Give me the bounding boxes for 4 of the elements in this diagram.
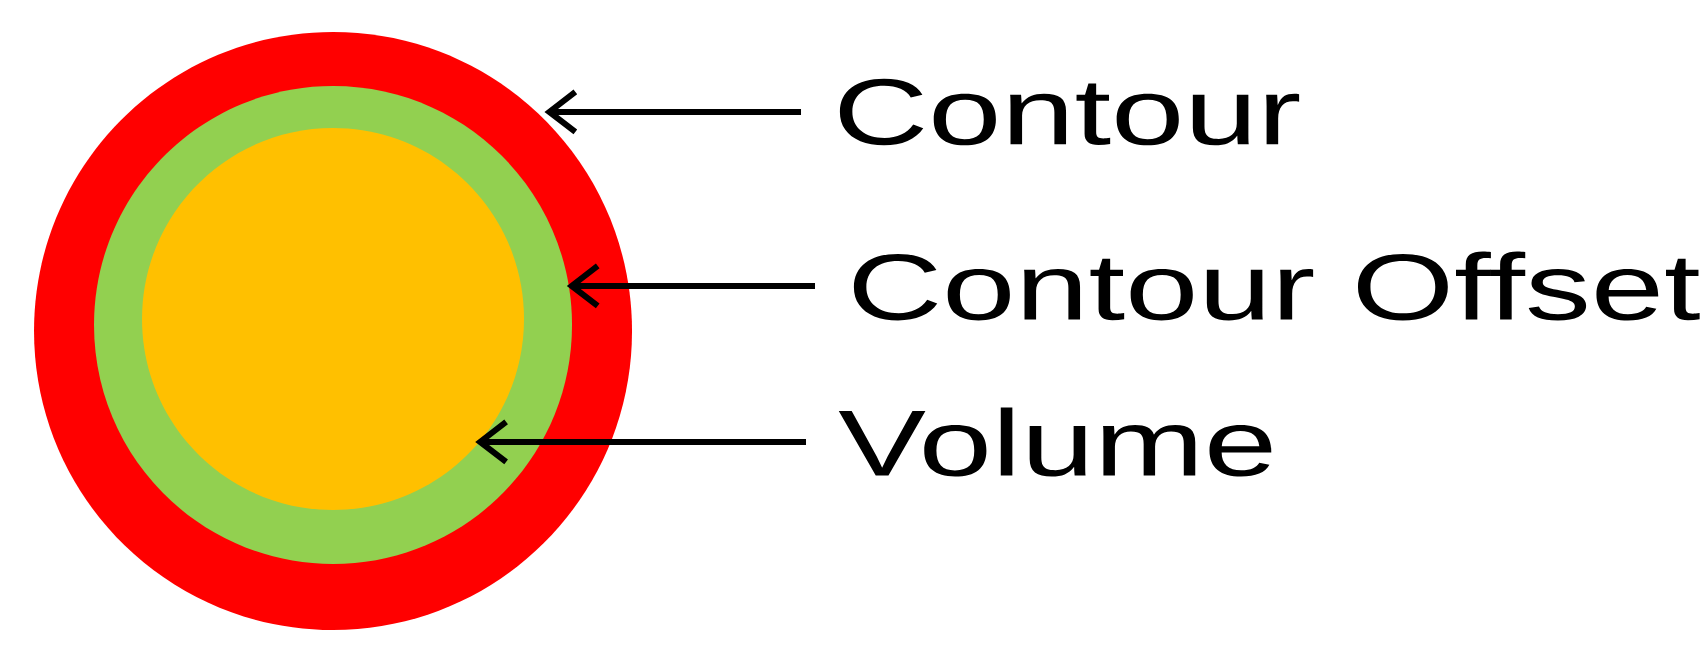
inner-disc (142, 128, 524, 510)
label-text: Contour Offset (853, 251, 1700, 321)
label-text: Volume (838, 407, 1272, 477)
label-text: Contour (839, 78, 1300, 146)
